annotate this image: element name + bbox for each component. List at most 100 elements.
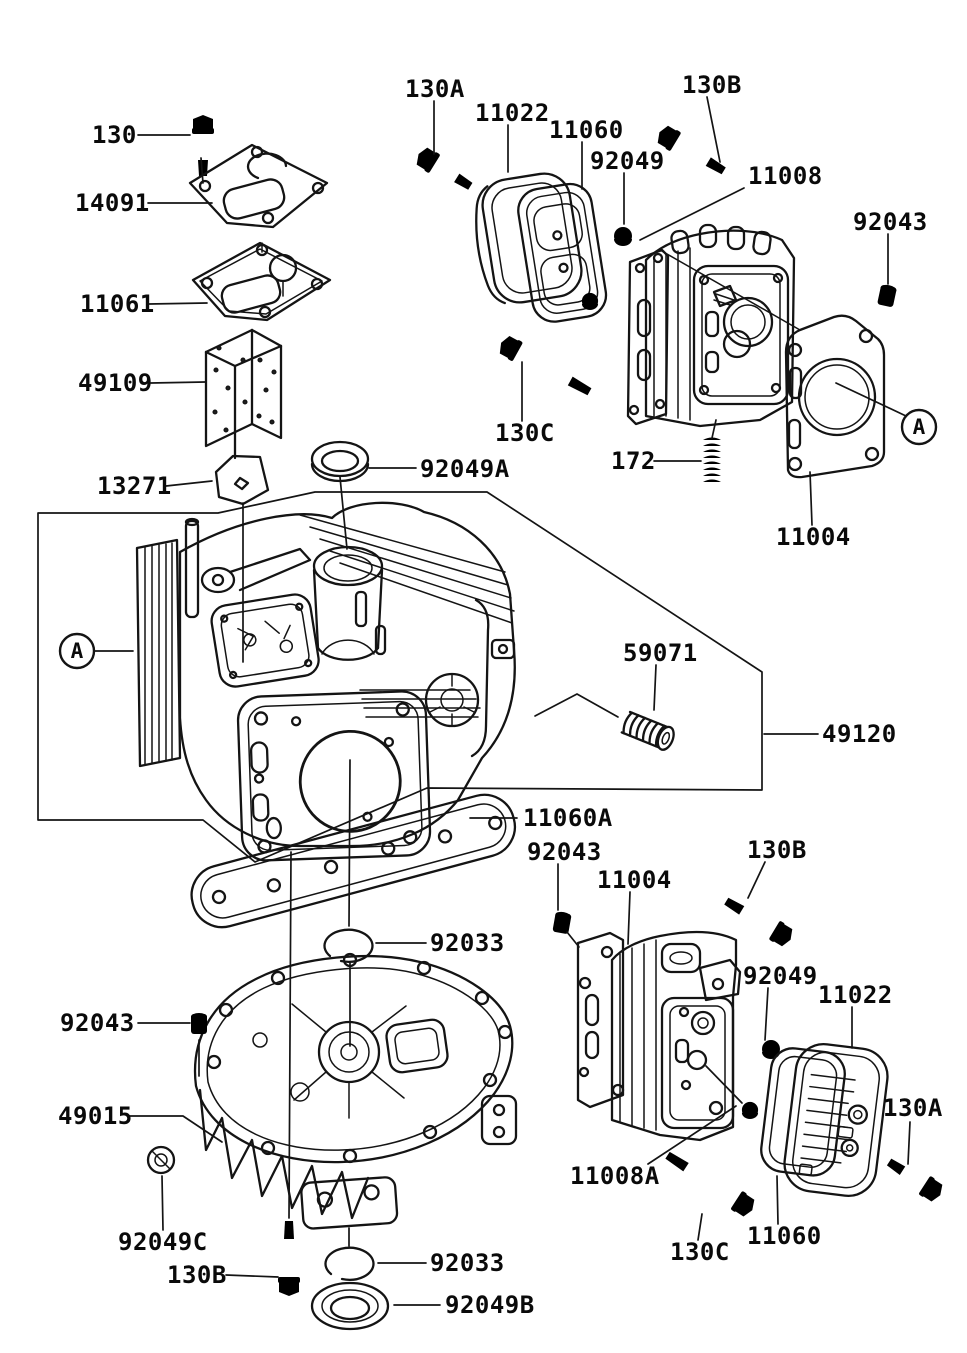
leader-line: [697, 1213, 703, 1241]
leader-line: [835, 382, 907, 417]
leader-line: [165, 480, 213, 487]
part-number-label: 92033: [430, 929, 505, 957]
part-oil-seal-92049C: [146, 1145, 176, 1175]
view-marker: A: [58, 632, 96, 670]
part-cover-gasket-11060A: [190, 793, 517, 929]
part-number-label: 130A: [883, 1094, 943, 1122]
part-bolt-130B-bottom: [278, 1221, 300, 1296]
part-cylinder-head-11008A: [610, 930, 742, 1142]
leader-line: [348, 759, 351, 927]
part-breather-plate-14091: [188, 143, 329, 229]
part-bolt-130A-bottom: [883, 1152, 947, 1205]
part-number-label: 130B: [747, 836, 807, 864]
leader-line: [288, 851, 292, 1219]
leader-line: [711, 419, 717, 439]
leader-line: [225, 1274, 279, 1278]
part-number-label: 11022: [818, 981, 893, 1009]
part-head-gasket-11004-bottom: [576, 931, 625, 1109]
leader-line: [706, 96, 721, 163]
leader-line: [747, 861, 766, 899]
callout-layer: 1301409111061491091327192049A130A1102211…: [37, 71, 943, 1319]
leader-line: [764, 987, 769, 1041]
part-number-label: 11022: [475, 99, 550, 127]
part-number-label: 92043: [853, 208, 928, 236]
part-bolt-130C-top: [495, 333, 595, 402]
part-seal-ring-92049A: [310, 440, 370, 483]
leader-line: [150, 381, 206, 384]
leader-line: [647, 1105, 737, 1165]
part-breather-gasket-11061: [191, 241, 332, 322]
part-number-label: 130C: [670, 1238, 730, 1266]
part-number-label: 130B: [682, 71, 742, 99]
leader-line: [37, 491, 763, 863]
part-bolt-130B-mid: [720, 891, 797, 950]
leader-line: [639, 187, 745, 241]
part-number-label: 14091: [75, 189, 150, 217]
part-number-label: 11060A: [523, 804, 613, 832]
part-cylinder-head-11008: [626, 223, 801, 428]
part-number-label: 130: [92, 121, 137, 149]
part-dowel-pin-92043-mid: [552, 910, 572, 935]
part-number-label: 172: [611, 447, 656, 475]
leader-line: [127, 1115, 223, 1143]
part-number-label: 130C: [495, 419, 555, 447]
part-number-label: 92049A: [420, 455, 510, 483]
part-number-label: 130B: [167, 1261, 227, 1289]
leader-line: [161, 1175, 164, 1231]
part-dowel-pin-92043-top: [877, 283, 898, 308]
part-number-label: 11004: [776, 523, 851, 551]
leader-line: [907, 1121, 911, 1165]
part-number-label: 92049B: [445, 1291, 535, 1319]
part-number-label: 59071: [623, 639, 698, 667]
view-marker-label: A: [913, 415, 926, 439]
part-bolt-130A-top: [412, 144, 477, 196]
part-number-label: 13271: [97, 472, 172, 500]
part-number-label: 92049C: [118, 1228, 208, 1256]
leader-line: [705, 1065, 743, 1104]
part-stud-172: [703, 437, 721, 482]
part-number-label: 92033: [430, 1249, 505, 1277]
part-number-label: 92049: [590, 147, 665, 175]
part-number-label: 11008A: [570, 1162, 660, 1190]
part-number-label: 49120: [822, 720, 897, 748]
part-bolt-130C-bottom: [661, 1146, 759, 1220]
leader-line: [148, 302, 208, 305]
part-crankcase-49120: [135, 501, 516, 862]
view-marker-label: A: [71, 639, 84, 663]
part-oil-seal-92049B: [310, 1281, 390, 1331]
leader-line: [534, 693, 619, 718]
part-number-label: 11060: [549, 116, 624, 144]
part-number-label: 92043: [527, 838, 602, 866]
part-screw-59071: [620, 710, 675, 751]
part-number-label: 92043: [60, 1009, 135, 1037]
leader-line: [200, 157, 204, 184]
part-number-label: 11004: [597, 866, 672, 894]
view-marker-circle: [900, 408, 938, 446]
leader-line: [566, 931, 580, 948]
part-snap-ring-92033-bottom: [324, 1246, 375, 1281]
part-number-label: 11060: [747, 1222, 822, 1250]
part-number-label: 92049: [743, 962, 818, 990]
leader-line: [653, 664, 657, 711]
part-number-label: 130A: [405, 75, 465, 103]
part-head-gasket-11004-top: [784, 314, 886, 479]
leader-line: [809, 471, 813, 526]
part-snap-ring-92033-top: [323, 928, 374, 963]
part-plate-13271: [214, 454, 270, 506]
part-dowel-pin-92043-left: [191, 1013, 207, 1034]
view-marker: A: [900, 408, 938, 446]
part-number-label: 49015: [58, 1102, 133, 1130]
view-marker-circle: [58, 632, 96, 670]
part-number-label: 11061: [80, 290, 155, 318]
part-oil-pan-49015: [193, 952, 518, 1230]
part-number-label: 49109: [78, 369, 153, 397]
part-valve-cover-11022-top: [475, 172, 583, 305]
part-number-label: 11008: [748, 162, 823, 190]
part-bolt-130: [192, 115, 214, 176]
part-breather-element-49109: [204, 328, 283, 460]
part-valve-cover-gasket-11060-top: [517, 182, 608, 323]
leader-line: [776, 1175, 779, 1225]
part-valve-cover-11022-bottom: [783, 1042, 889, 1198]
